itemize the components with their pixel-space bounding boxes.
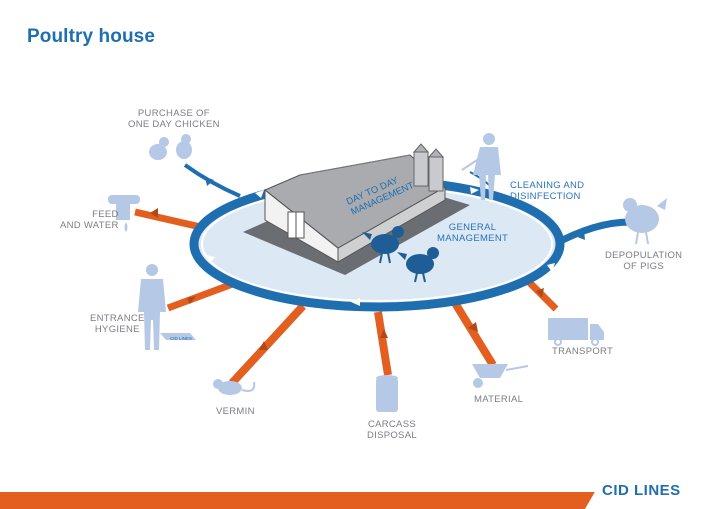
spoke-carcass	[374, 311, 392, 376]
spoke-arrow	[205, 177, 214, 186]
spoke-arrow	[468, 322, 478, 332]
label-cleaning: CLEANING AND DISINFECTION	[510, 180, 584, 202]
spoke-arrow	[536, 288, 544, 298]
footer-bar	[0, 492, 720, 509]
label-vermin-text: VERMIN	[216, 406, 255, 417]
spokes	[134, 163, 631, 386]
label-cleaning-line-1: CLEANING AND	[510, 180, 585, 191]
label-depopulation: DEPOPULATION OF PIGS	[605, 250, 682, 272]
truck-icon	[548, 318, 604, 346]
spoke-entrance	[166, 278, 240, 312]
rat-icon	[213, 379, 256, 395]
spoke-arrow	[380, 329, 388, 338]
label-entrance-line-1: ENTRANCE	[90, 313, 145, 324]
chicken-icon	[362, 226, 404, 264]
label-carcass-line-2: DISPOSAL	[367, 430, 417, 441]
label-transport-text: TRANSPORT	[552, 346, 614, 357]
label-depopulation-line-2: OF PIGS	[623, 261, 664, 272]
spoke-vermin	[229, 303, 306, 386]
label-purchase-line-1: PURCHASE OF	[137, 108, 210, 119]
farmer-sprayer-icon	[461, 133, 501, 200]
label-cleaning-line-2: DISINFECTION	[510, 191, 581, 202]
page-title: Poultry house	[27, 26, 155, 47]
label-carcass-line-1: CARCASS	[367, 419, 416, 430]
label-transport: TRANSPORT	[552, 346, 613, 357]
ring-arrows	[206, 187, 555, 306]
wheelbarrow-icon	[472, 364, 529, 388]
hen-depopulation-icon	[623, 198, 667, 245]
spoke-arrow	[575, 230, 585, 240]
label-feed-line-2: AND WATER	[60, 220, 119, 231]
label-vermin: VERMIN	[216, 406, 255, 417]
label-general-line-2: MANAGEMENT	[437, 233, 509, 244]
label-purchase-line-2: ONE DAY CHICKEN	[128, 119, 220, 130]
label-feed: FEED AND WATER	[60, 209, 119, 231]
carcass-bin-icon	[376, 375, 398, 412]
spoke-arrow	[187, 296, 196, 304]
label-general-management: GENERAL MANAGEMENT	[437, 222, 508, 244]
spoke-depopulation	[551, 218, 631, 249]
label-material: MATERIAL	[474, 394, 523, 405]
person-hygiene-icon	[138, 264, 166, 350]
label-feed-line-1: FEED	[92, 209, 119, 220]
entrance-mat: CID LINES	[160, 333, 196, 341]
label-entrance-line-2: HYGIENE	[94, 324, 140, 335]
spoke-feed	[134, 208, 206, 232]
chicken-icon	[397, 247, 439, 283]
spoke-material	[451, 300, 497, 368]
one-day-chicken-icon	[149, 134, 192, 160]
label-entrance: ENTRANCE HYGIENE	[90, 313, 145, 335]
label-general-line-1: GENERAL	[448, 222, 497, 233]
spoke-arrow	[259, 341, 268, 350]
mat-label: CID LINES	[170, 336, 192, 341]
spoke-arrow	[150, 208, 158, 218]
feed-water-icon	[108, 195, 140, 232]
poultry-barn	[243, 143, 470, 275]
label-depopulation-line-1: DEPOPULATION	[605, 250, 683, 261]
footer-logo: CID LINES	[602, 482, 681, 499]
label-material-text: MATERIAL	[474, 394, 524, 405]
label-carcass: CARCASS DISPOSAL	[367, 419, 417, 441]
label-purchase: PURCHASE OF ONE DAY CHICKEN	[128, 108, 220, 130]
